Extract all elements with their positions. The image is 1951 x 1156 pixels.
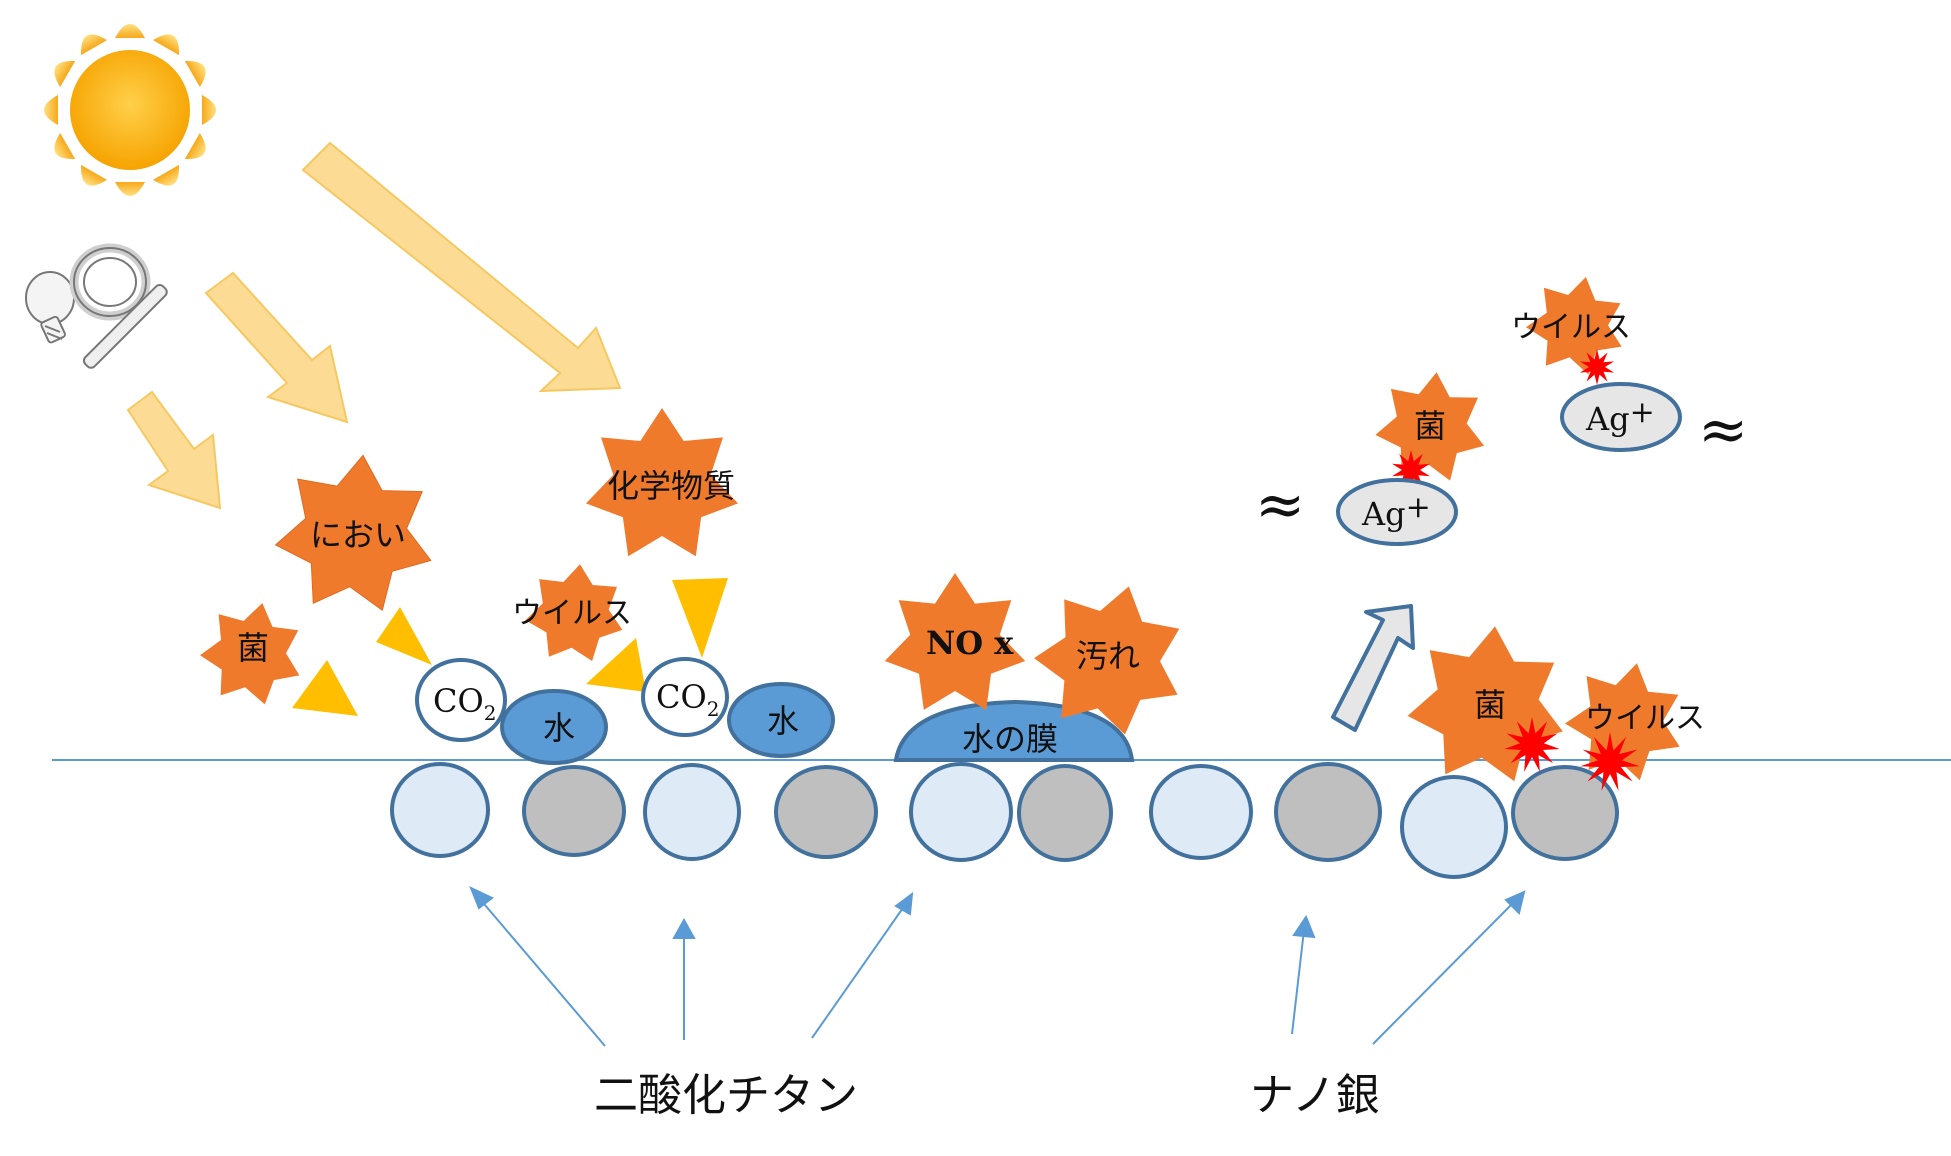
svg-text:CO2: CO2 <box>656 678 719 721</box>
tio2-particle <box>909 762 1013 862</box>
virus-label: ウイルス <box>512 596 632 631</box>
bacteria-star-large: 菌 <box>1407 626 1563 782</box>
svg-text:Ag+: Ag+ <box>1361 490 1431 533</box>
svg-text:CO2: CO2 <box>433 682 496 725</box>
co2-bubble: CO2 <box>415 658 507 742</box>
tio2-particle <box>643 763 741 861</box>
water-film: 水の膜 <box>893 699 1135 762</box>
yellow-triangle <box>376 607 432 665</box>
star-shape <box>1034 586 1180 735</box>
co2-label: CO <box>656 678 707 716</box>
ag-label: Ag <box>1585 400 1630 438</box>
yellow-triangle <box>672 578 728 658</box>
water-label: 水 <box>767 702 799 740</box>
light-arrow <box>126 390 222 510</box>
silver-particle <box>522 765 626 857</box>
water-drop: 水 <box>727 682 835 758</box>
odor-star: におい <box>274 454 432 612</box>
star-shape <box>525 564 623 661</box>
particle-row <box>390 762 1619 879</box>
ag-plus: + <box>1406 490 1431 525</box>
odor-label: におい <box>310 516 406 554</box>
nox-star: NO x <box>884 573 1026 710</box>
ion-release-arrow <box>1331 604 1415 732</box>
dirt-label: 汚れ <box>1076 637 1140 675</box>
tio2-particle <box>390 762 490 858</box>
spark-shape <box>1579 349 1615 385</box>
tio2-pointer-arrows <box>469 885 914 1047</box>
spark-shape <box>1580 732 1640 791</box>
wave-mark: ≈ <box>1255 470 1305 540</box>
silver-ion: Ag+ <box>1336 478 1458 546</box>
sun-icon <box>44 24 216 196</box>
bacteria-label: 菌 <box>1414 407 1446 445</box>
chemicals-star: 化学物質 <box>586 408 738 557</box>
light-arrow <box>204 271 349 424</box>
silver-particle <box>1511 765 1619 861</box>
light-arrow <box>301 141 622 393</box>
tio2-particle <box>1400 775 1508 879</box>
bacteria-star-floating: 菌 <box>1375 372 1485 481</box>
ag-label: Ag <box>1361 495 1406 533</box>
spark-icon-1 <box>1504 717 1560 772</box>
bacteria-label: 菌 <box>237 629 269 667</box>
spark-shape <box>1504 717 1560 772</box>
silver-particle <box>1017 764 1113 862</box>
svg-text:Ag+: Ag+ <box>1585 395 1655 438</box>
star-shape <box>1375 372 1485 481</box>
virus-label: ウイルス <box>1511 310 1631 345</box>
star-shape <box>200 603 300 705</box>
star-shape <box>586 408 738 557</box>
co2-bubble: CO2 <box>641 657 729 737</box>
yellow-triangle <box>586 638 646 692</box>
virus-star-surface: ウイルス <box>1565 663 1705 781</box>
silver-particle <box>774 765 878 859</box>
co2-subscript: 2 <box>707 697 720 721</box>
energy-triangles <box>292 578 728 716</box>
nox-label: NO x <box>926 624 1014 662</box>
co2-subscript: 2 <box>484 701 497 725</box>
chemicals-label: 化学物質 <box>607 467 735 505</box>
ag-plus: + <box>1630 395 1655 430</box>
lamp-icon <box>25 243 168 369</box>
water-film-label: 水の膜 <box>962 720 1058 758</box>
water-label: 水 <box>543 709 575 747</box>
tio2-particle <box>1149 764 1253 860</box>
silver-particle <box>1274 762 1382 862</box>
spark-icon-4 <box>1579 349 1615 385</box>
titanium-dioxide-label: 二酸化チタン <box>594 1070 858 1121</box>
star-shape <box>884 573 1026 710</box>
silver-pointer-arrows <box>1291 890 1526 1045</box>
virus-star: ウイルス <box>512 564 632 661</box>
bacteria-star: 菌 <box>200 603 300 705</box>
spark-shape <box>1392 450 1430 490</box>
virus-star-floating: ウイルス <box>1511 277 1631 375</box>
bacteria-label: 菌 <box>1474 686 1506 724</box>
spark-icon-2 <box>1580 732 1640 791</box>
spark-icon-3 <box>1392 450 1430 490</box>
light-arrows <box>126 141 622 510</box>
silver-ion: Ag+ <box>1560 382 1682 452</box>
nano-silver-label: ナノ銀 <box>1250 1070 1380 1121</box>
yellow-triangle <box>292 660 358 716</box>
star-shape <box>274 454 432 612</box>
water-drop: 水 <box>500 689 608 765</box>
virus-label: ウイルス <box>1585 701 1705 736</box>
star-shape <box>1526 277 1622 375</box>
dirt-star: 汚れ <box>1034 586 1180 735</box>
wave-mark: ≈ <box>1698 395 1748 465</box>
co2-label: CO <box>433 682 484 720</box>
star-shape <box>1565 663 1680 781</box>
